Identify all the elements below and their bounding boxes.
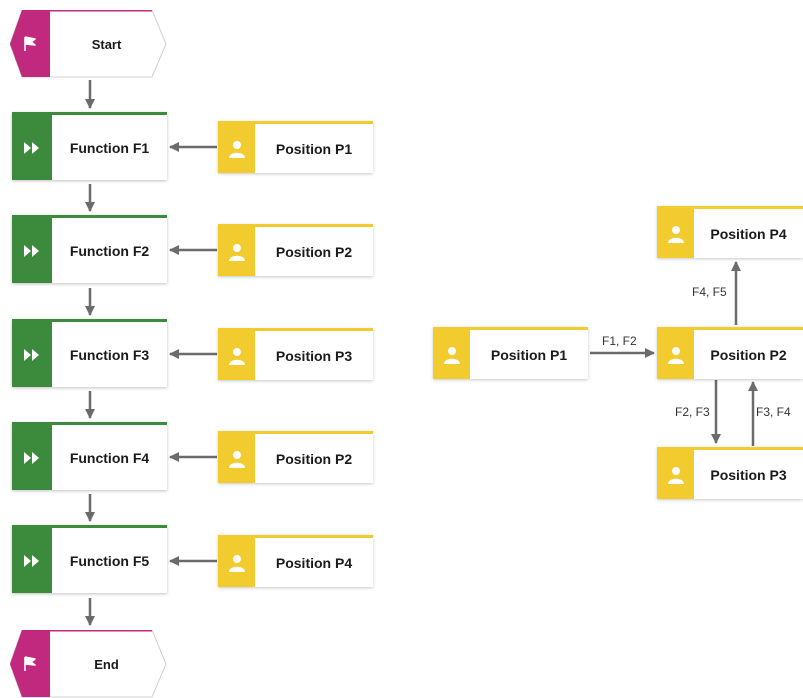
double-chevron-icon — [12, 115, 52, 180]
position-node[interactable]: Position P2 — [218, 431, 373, 483]
position-label: Position P2 — [710, 346, 787, 363]
event-shape — [10, 10, 167, 78]
edge-label-p3-p2: F3, F4 — [756, 405, 791, 419]
person-icon — [657, 209, 694, 258]
flag-icon — [10, 10, 50, 78]
function-node[interactable]: Function F3 — [12, 319, 167, 387]
edge-label-p1-p2: F1, F2 — [602, 334, 637, 348]
position-label: Position P2 — [275, 243, 353, 260]
person-icon — [657, 330, 694, 379]
handover-position-p2[interactable]: Position P2 — [657, 327, 803, 379]
person-icon — [218, 124, 255, 173]
position-label: Position P3 — [710, 466, 787, 483]
position-node[interactable]: Position P4 — [218, 535, 373, 587]
handover-position-p3[interactable]: Position P3 — [657, 447, 803, 499]
function-node[interactable]: Function F4 — [12, 422, 167, 490]
function-label: Function F1 — [69, 139, 150, 156]
edge-label-p2-p4: F4, F5 — [692, 285, 727, 299]
person-icon — [218, 434, 255, 483]
position-label: Position P4 — [710, 225, 787, 242]
position-label: Position P1 — [275, 140, 353, 157]
person-icon — [218, 538, 255, 587]
function-node[interactable]: Function F5 — [12, 525, 167, 593]
end-event[interactable]: End — [10, 630, 168, 698]
position-label: Position P4 — [275, 554, 353, 571]
handover-position-p4[interactable]: Position P4 — [657, 206, 803, 258]
person-icon — [657, 450, 694, 499]
start-event[interactable]: Start — [10, 10, 168, 78]
function-label: Function F3 — [69, 346, 150, 363]
function-label: Function F5 — [69, 552, 150, 569]
position-node[interactable]: Position P1 — [218, 121, 373, 173]
double-chevron-icon — [12, 425, 52, 490]
double-chevron-icon — [12, 528, 52, 593]
position-node[interactable]: Position P2 — [218, 224, 373, 276]
edge-label-p2-p3: F2, F3 — [675, 405, 710, 419]
position-label: Position P3 — [275, 347, 353, 364]
person-icon — [218, 331, 255, 380]
double-chevron-icon — [12, 322, 52, 387]
handover-position-p1[interactable]: Position P1 — [433, 327, 588, 379]
position-label: Position P2 — [275, 450, 353, 467]
position-node[interactable]: Position P3 — [218, 328, 373, 380]
end-label: End — [94, 656, 119, 672]
person-icon — [433, 330, 470, 379]
flag-icon — [10, 630, 50, 698]
function-node[interactable]: Function F2 — [12, 215, 167, 283]
function-label: Function F2 — [69, 242, 150, 259]
person-icon — [218, 227, 255, 276]
position-label: Position P1 — [490, 346, 568, 363]
function-node[interactable]: Function F1 — [12, 112, 167, 180]
double-chevron-icon — [12, 218, 52, 283]
start-label: Start — [91, 36, 122, 52]
function-label: Function F4 — [69, 449, 150, 466]
